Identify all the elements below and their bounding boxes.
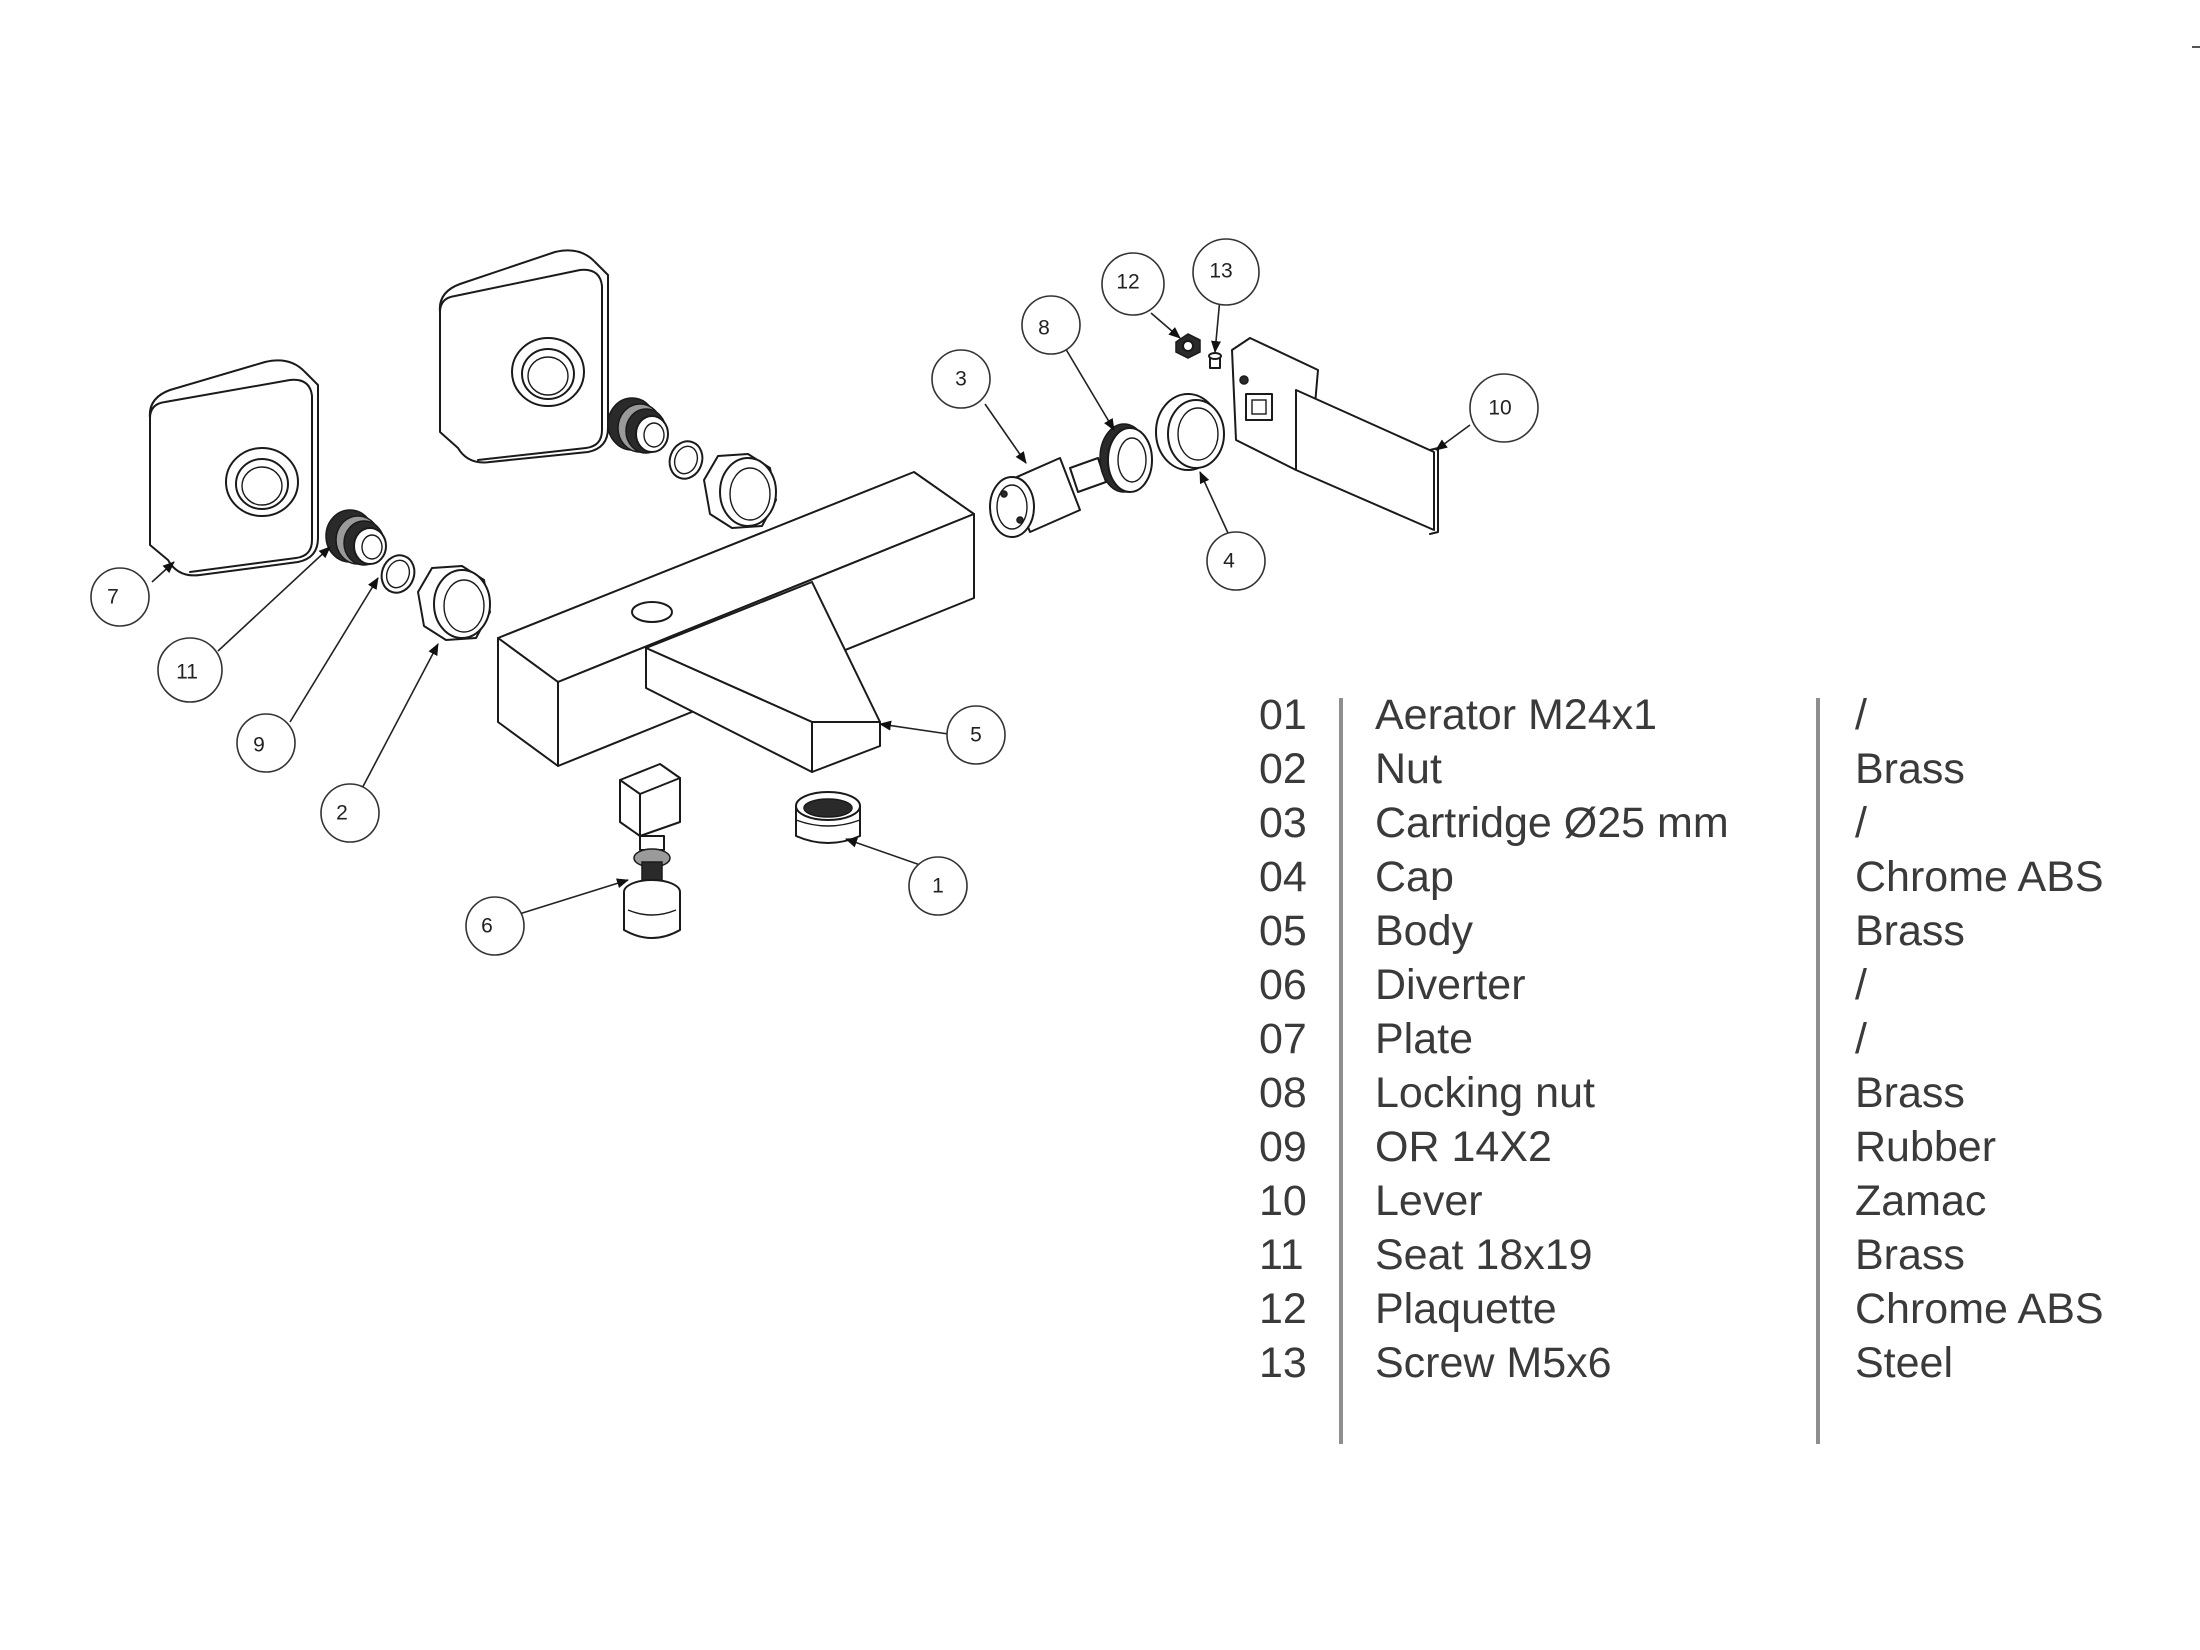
- nut-left: [417, 565, 491, 641]
- part-number: 01: [1259, 691, 1307, 739]
- part-name: Cartridge Ø25 mm: [1375, 799, 1729, 847]
- plaquette: [1175, 333, 1201, 359]
- part-material: Brass: [1855, 745, 1965, 793]
- callout-5: 5: [946, 705, 1006, 765]
- seat-right: [607, 397, 669, 454]
- parts-list: 01 Aerator M24x1 / 02 Nut Brass 03 Cartr…: [1255, 688, 2155, 1444]
- lever: [1231, 337, 1439, 535]
- locking-nut: [1099, 423, 1153, 493]
- column-separator-1: [1339, 698, 1343, 1444]
- part-material: /: [1855, 691, 1867, 739]
- part-name: Seat 18x19: [1375, 1231, 1593, 1279]
- oring-right: [668, 440, 704, 480]
- part-material: Rubber: [1855, 1123, 1997, 1171]
- part-material: Brass: [1855, 1069, 1965, 1117]
- part-number: 07: [1259, 1015, 1307, 1063]
- oring-right-inner: [673, 445, 699, 475]
- column-separator-2: [1816, 698, 1820, 1444]
- callout-7: 7: [90, 567, 150, 627]
- part-number: 10: [1259, 1177, 1307, 1225]
- part-name: Locking nut: [1375, 1069, 1595, 1117]
- part-number: 11: [1259, 1231, 1304, 1279]
- callout-1: 1: [908, 856, 968, 916]
- part-name: Nut: [1375, 745, 1442, 793]
- part-material: /: [1855, 1015, 1867, 1063]
- part-number: 12: [1259, 1285, 1307, 1333]
- callout-8-label: 8: [1038, 317, 1050, 340]
- callout-3: 3: [931, 349, 991, 409]
- callout-4-label: 4: [1223, 550, 1235, 573]
- cap: [1155, 393, 1225, 471]
- part-number: 02: [1259, 745, 1307, 793]
- part-material: Chrome ABS: [1855, 853, 2104, 901]
- part-number: 03: [1259, 799, 1307, 847]
- oring-left: [380, 554, 416, 594]
- part-material: /: [1855, 961, 1867, 1009]
- seat-left: [325, 509, 387, 566]
- callout-8: 8: [1021, 295, 1081, 355]
- part-name: Lever: [1375, 1177, 1483, 1225]
- diverter: [619, 763, 681, 939]
- part-name: Plate: [1375, 1015, 1474, 1063]
- callout-2-label: 2: [336, 802, 348, 825]
- screw: [1208, 352, 1222, 369]
- nut-right: [703, 453, 777, 529]
- part-material: Chrome ABS: [1855, 1285, 2104, 1333]
- callout-9-label: 9: [253, 734, 265, 757]
- callout-12: 12: [1101, 252, 1165, 316]
- callout-13: 13: [1192, 238, 1260, 306]
- callout-7-label: 7: [107, 586, 119, 609]
- part-name: OR 14X2: [1375, 1123, 1552, 1171]
- callout-4: 4: [1206, 531, 1266, 591]
- plate-right: [438, 249, 609, 464]
- callout-6: 6: [465, 896, 525, 956]
- part-name: Diverter: [1375, 961, 1526, 1009]
- callout-10: 10: [1469, 373, 1539, 443]
- callout-10-label: 10: [1488, 397, 1511, 420]
- part-name: Aerator M24x1: [1375, 691, 1658, 739]
- part-material: Brass: [1855, 907, 1965, 955]
- part-material: Zamac: [1855, 1177, 1987, 1225]
- corner-mark: [2192, 46, 2200, 48]
- callout-5-label: 5: [970, 724, 982, 747]
- callout-12-label: 12: [1116, 271, 1139, 294]
- callout-1-label: 1: [932, 875, 944, 898]
- callout-9: 9: [236, 713, 296, 773]
- part-number: 05: [1259, 907, 1307, 955]
- part-name: Plaquette: [1375, 1285, 1557, 1333]
- part-name: Cap: [1375, 853, 1454, 901]
- part-number: 09: [1259, 1123, 1307, 1171]
- part-number: 13: [1259, 1339, 1307, 1387]
- aerator: [795, 791, 861, 844]
- part-name: Screw M5x6: [1375, 1339, 1612, 1387]
- callout-3-label: 3: [955, 368, 967, 391]
- callout-11: 11: [157, 637, 223, 703]
- oring-left-inner: [385, 559, 411, 589]
- part-number: 08: [1259, 1069, 1307, 1117]
- callout-11-label: 11: [176, 661, 198, 684]
- callout-13-label: 13: [1209, 260, 1232, 283]
- part-material: Steel: [1855, 1339, 1954, 1387]
- cartridge: [989, 457, 1107, 538]
- part-name: Body: [1375, 907, 1474, 955]
- part-number: 06: [1259, 961, 1307, 1009]
- callout-2: 2: [320, 783, 380, 843]
- part-material: /: [1855, 799, 1867, 847]
- part-number: 04: [1259, 853, 1307, 901]
- plate-left: [148, 359, 319, 577]
- mixer-body: [497, 471, 975, 773]
- part-material: Brass: [1855, 1231, 1965, 1279]
- callout-6-label: 6: [481, 915, 493, 938]
